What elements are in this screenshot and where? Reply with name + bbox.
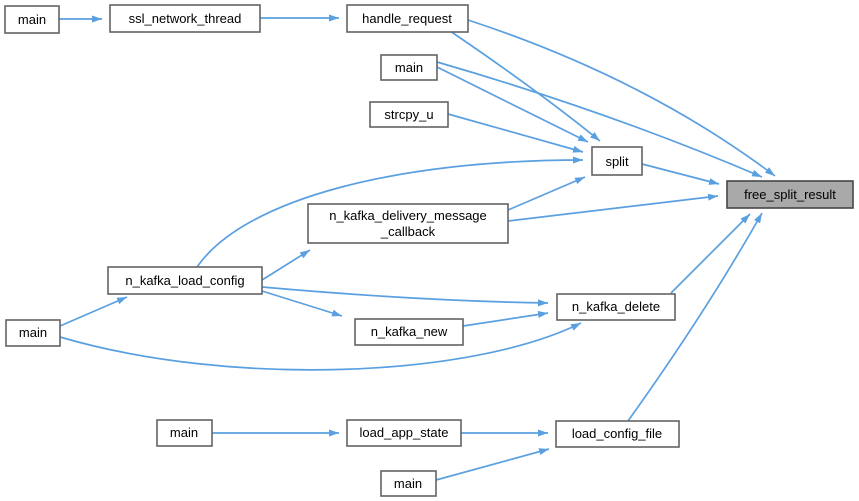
edge-split-to-free_split_result	[641, 163, 720, 185]
node-box[interactable]	[4, 5, 60, 34]
node-n-kafka-load-config[interactable]: n_kafka_load_config	[107, 266, 263, 295]
node-ssl-network-thread[interactable]: ssl_network_thread	[109, 4, 261, 33]
node-n-kafka-new[interactable]: n_kafka_new	[354, 318, 464, 346]
node-box[interactable]	[591, 146, 643, 176]
node-box[interactable]	[346, 419, 462, 447]
edge-handle_request-to-free_split_result	[467, 19, 776, 177]
node-label: load_config_file	[572, 426, 662, 441]
edge-main-to-split	[436, 66, 589, 143]
node-label: strcpy_u	[384, 107, 433, 122]
node-strcpy-u[interactable]: strcpy_u	[369, 101, 449, 128]
edge-main-to-load_config_file	[435, 448, 550, 481]
node-label: main	[19, 325, 47, 340]
node-split[interactable]: split	[591, 146, 643, 176]
edge-load_config_file-to-free_split_result	[627, 212, 763, 422]
edge-handle_request-to-split	[449, 30, 601, 142]
node-label: main	[394, 476, 422, 491]
edge-n_kafka_delivery_message_callback-to-split	[507, 176, 586, 211]
node-label: main	[395, 60, 423, 75]
node-n-kafka-delivery-message-callback[interactable]: n_kafka_delivery_message _callback	[307, 203, 509, 244]
node-box[interactable]	[380, 470, 437, 497]
node-main-kafka[interactable]: main	[5, 319, 61, 347]
node-label: n_kafka_new	[371, 324, 448, 339]
node-box[interactable]	[556, 293, 676, 321]
node-load-config-file[interactable]: load_config_file	[555, 420, 680, 448]
edge-n_kafka_delete-to-free_split_result	[670, 213, 751, 294]
edge-n_kafka_new-to-n_kafka_delete	[462, 311, 549, 327]
node-box[interactable]	[156, 419, 213, 447]
node-box[interactable]	[346, 4, 469, 33]
node-box[interactable]	[5, 319, 61, 347]
node-load-app-state[interactable]: load_app_state	[346, 419, 462, 447]
node-label-line2: _callback	[380, 224, 436, 239]
edge-n_kafka_load_config-to-n_kafka_new	[261, 290, 343, 317]
node-box[interactable]	[109, 4, 261, 33]
node-main-loader[interactable]: main	[156, 419, 213, 447]
node-label: free_split_result	[744, 187, 836, 202]
edge-layer	[59, 14, 776, 481]
node-main-top[interactable]: main	[4, 5, 60, 34]
node-box	[726, 180, 854, 209]
node-main-mid[interactable]: main	[380, 54, 438, 81]
node-label: split	[605, 154, 629, 169]
node-box[interactable]	[354, 318, 464, 346]
edge-main-to-free_split_result	[436, 61, 763, 178]
node-label: n_kafka_load_config	[125, 273, 244, 288]
node-n-kafka-delete[interactable]: n_kafka_delete	[556, 293, 676, 321]
node-label: n_kafka_delete	[572, 299, 660, 314]
edge-n_kafka_load_config-to-n_kafka_delete	[261, 286, 549, 307]
node-box[interactable]	[380, 54, 438, 81]
node-main-bottom[interactable]: main	[380, 470, 437, 497]
edge-main-to-n_kafka_load_config	[59, 296, 128, 327]
node-handle-request[interactable]: handle_request	[346, 4, 469, 33]
node-label: ssl_network_thread	[129, 11, 242, 26]
node-box[interactable]	[369, 101, 449, 128]
edge-n_kafka_delivery_message_callback-to-free_split_result	[507, 193, 719, 222]
node-label: main	[170, 425, 198, 440]
node-label: main	[18, 12, 46, 27]
node-free-split-result: free_split_result	[726, 180, 854, 209]
node-box[interactable]	[107, 266, 263, 295]
edge-main-to-n_kafka_delete	[59, 322, 582, 371]
node-label-line1: n_kafka_delivery_message	[329, 208, 487, 223]
node-box[interactable]	[307, 203, 509, 244]
edge-strcpy_u-to-split	[447, 113, 584, 153]
node-label: handle_request	[362, 11, 452, 26]
node-label: load_app_state	[360, 425, 449, 440]
node-box[interactable]	[555, 420, 680, 448]
edge-n_kafka_load_config-to-n_kafka_delivery_message_callback	[261, 249, 311, 281]
edge-n_kafka_load_config-to-split	[196, 156, 584, 268]
